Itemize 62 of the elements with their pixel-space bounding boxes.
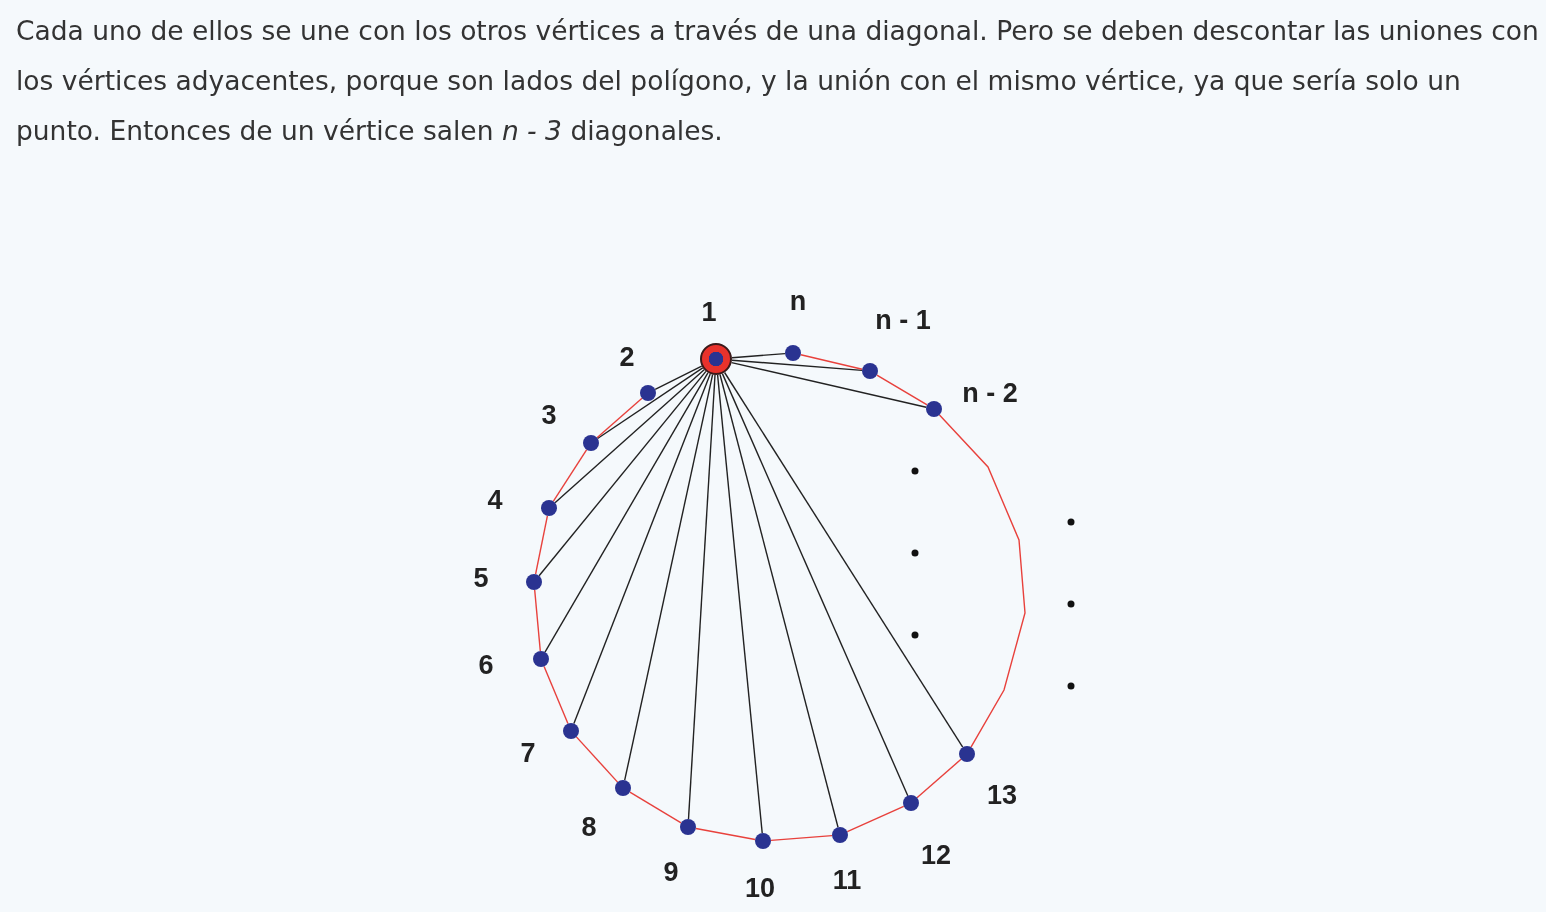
vertex-dot [615, 780, 631, 796]
vertex-label: 4 [487, 486, 503, 514]
vertex-label: 6 [478, 651, 494, 679]
vertex-label: 12 [921, 841, 951, 869]
polygon-side [695, 827, 756, 841]
diagonal-line [596, 367, 704, 440]
diagonal-line [573, 373, 711, 725]
vertex-dot [959, 746, 975, 762]
polygon-side [534, 515, 549, 575]
intro-paragraph: Cada uno de ellos se une con los otros vértices a través de una diagonal. Pero se deben descontar las uniones con los vértices adyacentes, porque son lados del polígono, y la unión con el mismo vértice, ya que sería solo un punto. Entonces de un vértice salen n - 3 diagonales. [16, 14, 1540, 148]
polygon-side [575, 736, 619, 783]
vertex-dot [926, 401, 942, 417]
vertex-label: 13 [987, 781, 1017, 809]
vertex-dot [563, 723, 579, 739]
vertex-label: 5 [473, 564, 489, 592]
vertex-dot [533, 651, 549, 667]
diagonal-line [721, 372, 909, 797]
vertex-label: n - 1 [875, 306, 931, 334]
vertex-label: 1 [701, 298, 717, 326]
polygon-side [629, 791, 682, 824]
diagonal-line [731, 359, 863, 372]
polygon-side [876, 374, 928, 406]
polygon-side [770, 834, 833, 842]
polygon-side [800, 354, 863, 370]
diagonal-line [687, 374, 716, 820]
vertex-dot [583, 435, 599, 451]
vertex-dot [640, 385, 656, 401]
vertex-label: 8 [581, 813, 597, 841]
vertex-dot [862, 363, 878, 379]
diagonal-line [723, 371, 964, 748]
vertex-dot [832, 827, 848, 843]
polygon-side [916, 758, 962, 799]
vertex-dot [903, 795, 919, 811]
polygon-side [846, 805, 905, 833]
diagonal-line [731, 352, 786, 359]
diagonal-line [730, 361, 927, 408]
polygon-side [552, 449, 588, 502]
diagonal-line [538, 370, 707, 577]
vertex-label: 2 [619, 343, 635, 371]
polygon-side [543, 665, 569, 725]
vertex-dot [526, 574, 542, 590]
diagonal-line [544, 372, 709, 653]
vertex-label: 7 [520, 739, 536, 767]
diagonal-line [719, 373, 839, 828]
polygon-side [938, 414, 1026, 748]
vertex-label: n - 2 [962, 379, 1018, 407]
highlighted-vertex [700, 343, 732, 375]
diagonal-line [716, 374, 763, 834]
vertex-label: 3 [541, 401, 557, 429]
vertex-dot [785, 345, 801, 361]
vertex-label: 11 [832, 866, 862, 894]
vertex-label: 10 [745, 874, 775, 902]
diagonal-line [554, 369, 705, 504]
vertex-label: 9 [663, 858, 679, 886]
vertex-dot [541, 500, 557, 516]
polygon-side [596, 397, 643, 439]
vertex-dot [755, 833, 771, 849]
diagonal-line [654, 365, 703, 391]
polygon-side [534, 589, 541, 652]
diagonal-line [624, 373, 714, 781]
vertex-dot [680, 819, 696, 835]
vertex-label: n [789, 287, 807, 315]
